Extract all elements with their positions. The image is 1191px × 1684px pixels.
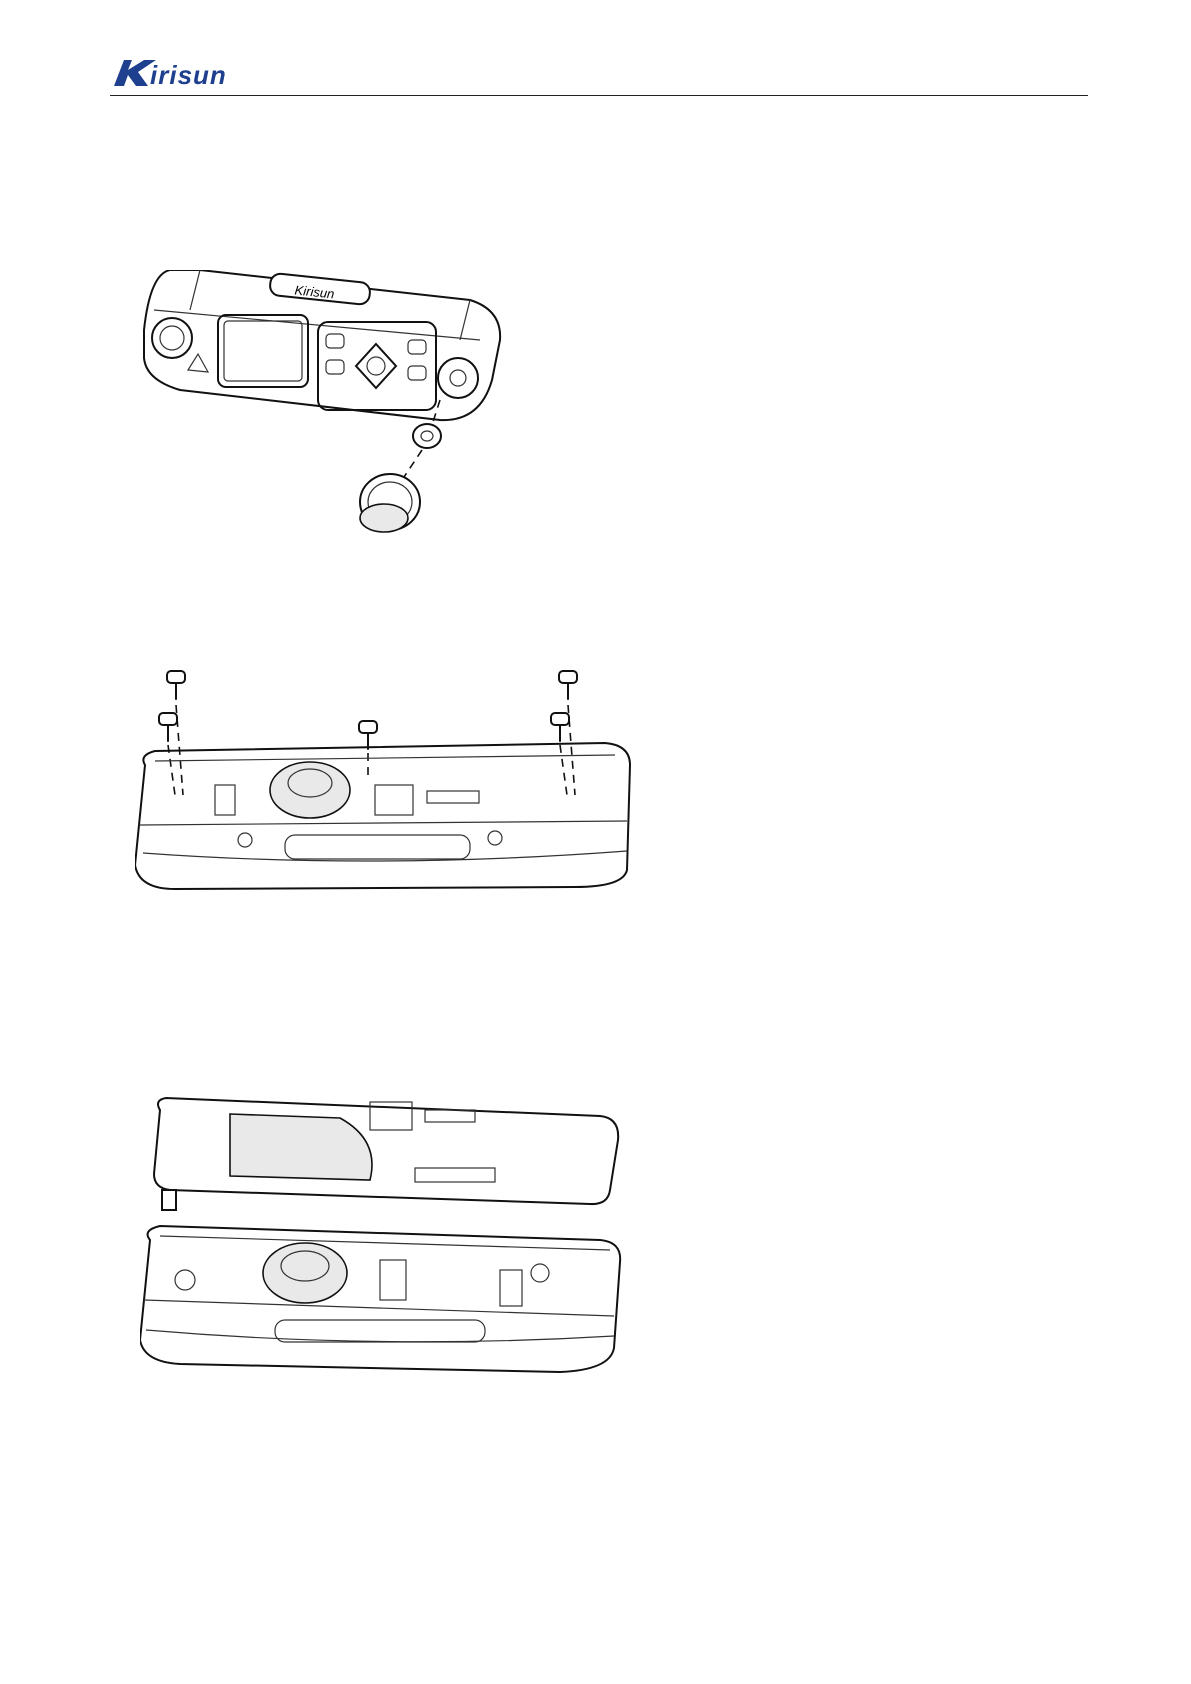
screw <box>159 713 177 741</box>
screw <box>559 671 577 699</box>
header-divider <box>110 95 1088 96</box>
figure-pcb-separation <box>140 1080 660 1420</box>
pcb-housing-drawing <box>140 1080 660 1420</box>
page-header: irisun <box>110 50 1090 96</box>
screw <box>167 671 185 699</box>
figure-screw-removal <box>135 665 695 965</box>
screw <box>359 721 377 749</box>
svg-text:irisun: irisun <box>150 60 227 90</box>
housing-screws-drawing <box>135 665 695 965</box>
figure-knob-removal: Kirisun <box>140 270 560 590</box>
kirisun-logo: irisun <box>110 52 260 92</box>
screw <box>551 713 569 741</box>
pcb-board <box>154 1098 618 1204</box>
control-head-drawing: Kirisun <box>140 270 560 590</box>
